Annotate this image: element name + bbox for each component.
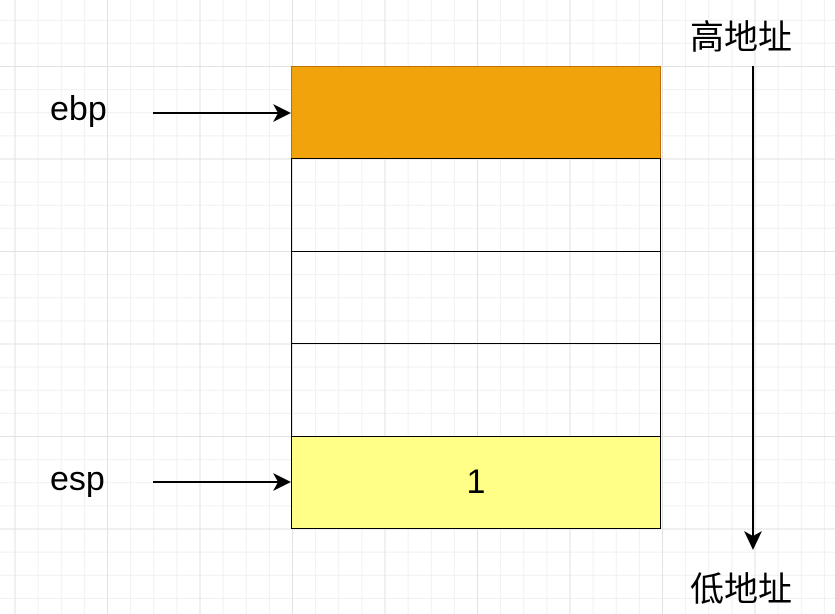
esp-arrow [153,473,291,491]
high-address-label: 高地址 [690,19,792,57]
low-address-label: 低地址 [690,571,792,609]
cell-value: 1 [466,463,486,501]
address-direction-arrow [744,66,762,550]
ebp-label: ebp [50,90,107,128]
stack-cell-esp: 1 [291,436,661,529]
esp-label: esp [50,460,105,498]
stack-cell-ebp [291,66,661,159]
ebp-arrow [153,104,291,122]
